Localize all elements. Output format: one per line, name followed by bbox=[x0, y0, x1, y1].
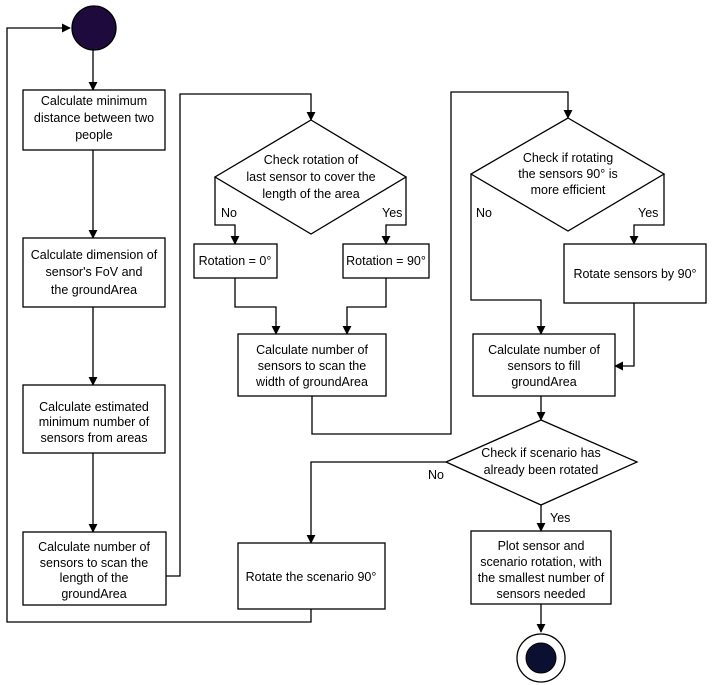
edge-rotate-sensors-to-fill bbox=[614, 303, 635, 371]
edge-label-rotated-yes: Yes bbox=[550, 511, 570, 525]
label-scan-length-3: groundArea bbox=[61, 587, 126, 601]
label-plot-3: sensors needed bbox=[497, 587, 586, 601]
edge-label-rotation-yes: Yes bbox=[382, 206, 402, 220]
node-labels: Calculate minimum distance between two p… bbox=[31, 94, 697, 601]
label-check-rotated-0: Check if scenario has bbox=[481, 446, 601, 460]
box-fill-groundarea bbox=[472, 333, 616, 397]
box-rotation-90 bbox=[342, 243, 430, 279]
label-fill-1: sensors to fill bbox=[508, 359, 581, 373]
label-check-rotation-1: last sensor to cover the bbox=[246, 170, 375, 184]
label-min-distance-1: distance between two bbox=[34, 111, 154, 125]
end-node-icon bbox=[516, 633, 566, 683]
label-rotation-0: Rotation = 0° bbox=[199, 254, 272, 268]
label-fill-2: groundArea bbox=[511, 375, 576, 389]
edge-rotation-0-to-scan-width bbox=[234, 278, 281, 335]
edge-scan-width-to-check-efficient bbox=[311, 91, 573, 435]
edge-label-rotated-no: No bbox=[428, 468, 444, 482]
label-check-efficient-1: the sensors 90° is bbox=[518, 167, 618, 181]
label-scan-length-2: length of the bbox=[60, 571, 129, 585]
box-min-distance bbox=[22, 89, 166, 151]
label-check-rotated-1: already been rotated bbox=[484, 463, 599, 477]
box-plot-result bbox=[470, 530, 612, 605]
edge-scan-length-to-check-rotation bbox=[166, 93, 316, 577]
box-scan-width bbox=[237, 333, 387, 397]
diamond-check-rotation-last bbox=[213, 119, 408, 235]
edge-rotation-90-to-scan-width bbox=[342, 278, 387, 335]
diamond-check-scenario-rotated bbox=[444, 419, 639, 506]
box-est-min-sensors bbox=[22, 384, 166, 454]
box-rotate-scenario-90 bbox=[237, 542, 386, 610]
label-fov-0: Calculate dimension of bbox=[31, 248, 158, 262]
label-min-distance-0: Calculate minimum bbox=[41, 94, 147, 108]
label-rotation-90: Rotation = 90° bbox=[346, 254, 426, 268]
label-plot-0: Plot sensor and bbox=[498, 539, 585, 553]
label-min-distance-2: people bbox=[75, 128, 113, 142]
label-fov-2: the groundArea bbox=[51, 283, 137, 297]
label-fill-0: Calculate number of bbox=[488, 343, 600, 357]
edge-check-rotation-no bbox=[214, 177, 240, 245]
edge-rotate-scenario-loop bbox=[6, 23, 312, 623]
edges bbox=[6, 23, 665, 633]
label-fov-1: sensor's FoV and bbox=[46, 265, 143, 279]
box-fov-dimension bbox=[22, 237, 166, 308]
box-scan-length bbox=[22, 531, 167, 606]
label-scan-width-0: Calculate number of bbox=[256, 343, 368, 357]
label-est-min-0: Calculate estimated bbox=[39, 400, 149, 414]
label-check-rotation-2: length of the area bbox=[262, 187, 359, 201]
diamond-check-rotating-90 bbox=[469, 117, 666, 232]
edge-labels: No Yes No Yes No Yes bbox=[221, 206, 658, 525]
edge-check-rotated-no bbox=[306, 461, 446, 544]
label-check-efficient-2: more efficient bbox=[531, 183, 606, 197]
label-plot-1: scenario rotation, with bbox=[480, 555, 602, 569]
label-plot-2: the smallest number of bbox=[478, 571, 605, 585]
edge-check-rotation-yes bbox=[381, 177, 407, 245]
edge-label-rotation-no: No bbox=[221, 206, 237, 220]
label-check-rotation-0: Check rotation of bbox=[264, 153, 359, 167]
label-rotate-scenario: Rotate the scenario 90° bbox=[246, 570, 377, 584]
edge-label-efficient-no: No bbox=[476, 206, 492, 220]
edge-label-efficient-yes: Yes bbox=[638, 206, 658, 220]
label-check-efficient-0: Check if rotating bbox=[523, 151, 613, 165]
label-est-min-2: sensors from areas bbox=[41, 431, 148, 445]
label-scan-length-1: sensors to scan the bbox=[40, 556, 148, 570]
edge-check-efficient-yes bbox=[629, 174, 665, 245]
edge-check-efficient-no bbox=[470, 174, 546, 335]
label-scan-width-2: width of groundArea bbox=[255, 375, 368, 389]
box-rotate-sensors-90 bbox=[563, 243, 707, 304]
label-est-min-1: minimum number of bbox=[39, 415, 150, 429]
box-rotation-0 bbox=[193, 243, 278, 279]
label-scan-width-1: sensors to scan the bbox=[258, 359, 366, 373]
label-scan-length-0: Calculate number of bbox=[38, 540, 150, 554]
label-rotate-sensors: Rotate sensors by 90° bbox=[573, 267, 696, 281]
start-node-icon bbox=[71, 5, 117, 51]
